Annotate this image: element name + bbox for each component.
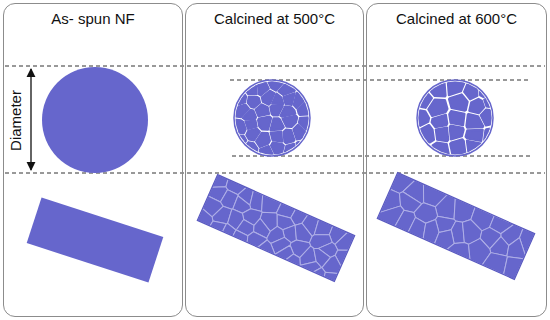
diameter-arrow — [30, 69, 31, 170]
grain — [235, 146, 246, 155]
panel-heading: Calcined at 600°C — [367, 4, 546, 27]
grain — [432, 115, 448, 127]
grain-group — [377, 173, 534, 280]
grain — [270, 118, 283, 130]
panel-heading: Calcined at 500°C — [186, 4, 363, 27]
panel-box: Calcined at 600°C — [366, 3, 547, 317]
grain — [469, 99, 484, 113]
grain — [271, 132, 282, 142]
grain — [484, 128, 492, 146]
dimension-label: Diameter — [7, 90, 24, 151]
grain — [256, 104, 269, 116]
grain-group — [418, 81, 492, 155]
grain — [235, 81, 245, 94]
grain — [284, 144, 297, 155]
panel-box: Calcined at 500°C — [185, 3, 364, 317]
grain — [450, 126, 464, 140]
grain — [436, 128, 448, 141]
dashed-guide — [5, 173, 545, 174]
fiber-cross-section — [417, 80, 493, 156]
grain — [418, 81, 429, 91]
grain — [480, 147, 492, 155]
panel-box: As- spun NF — [3, 3, 183, 317]
grain — [450, 139, 465, 154]
panel-heading: As- spun NF — [4, 4, 182, 27]
grain — [272, 94, 283, 104]
grain — [484, 95, 492, 107]
grain — [432, 143, 448, 155]
grain — [235, 135, 246, 147]
grain-group — [235, 81, 309, 155]
fiber-side-view — [197, 175, 354, 282]
fiber-cross-section — [42, 67, 148, 173]
grain — [246, 142, 258, 154]
grain — [245, 121, 256, 129]
grain — [418, 110, 429, 127]
grain — [466, 130, 483, 141]
grain — [449, 94, 468, 110]
grain — [479, 82, 491, 97]
grain — [284, 93, 295, 105]
grain — [235, 120, 246, 134]
grain — [449, 111, 464, 125]
grain — [271, 142, 284, 154]
grain — [481, 109, 492, 125]
grain — [256, 133, 270, 147]
grain — [428, 100, 447, 116]
fiber-side-view — [27, 197, 164, 282]
grain — [467, 141, 482, 154]
grain — [247, 82, 257, 95]
grain — [430, 82, 445, 97]
grain — [448, 81, 465, 95]
grain-group — [197, 175, 354, 282]
dashed-guide — [5, 66, 545, 67]
grain — [298, 100, 309, 115]
fiber-side-view — [377, 173, 534, 280]
grain — [284, 130, 295, 144]
grain — [418, 145, 431, 155]
grain — [283, 116, 298, 127]
grain — [419, 125, 434, 142]
grain — [243, 110, 256, 120]
grain — [258, 116, 271, 129]
grain — [297, 140, 309, 154]
grain — [464, 82, 477, 99]
fiber-cross-section — [234, 80, 310, 156]
grain — [293, 125, 308, 140]
